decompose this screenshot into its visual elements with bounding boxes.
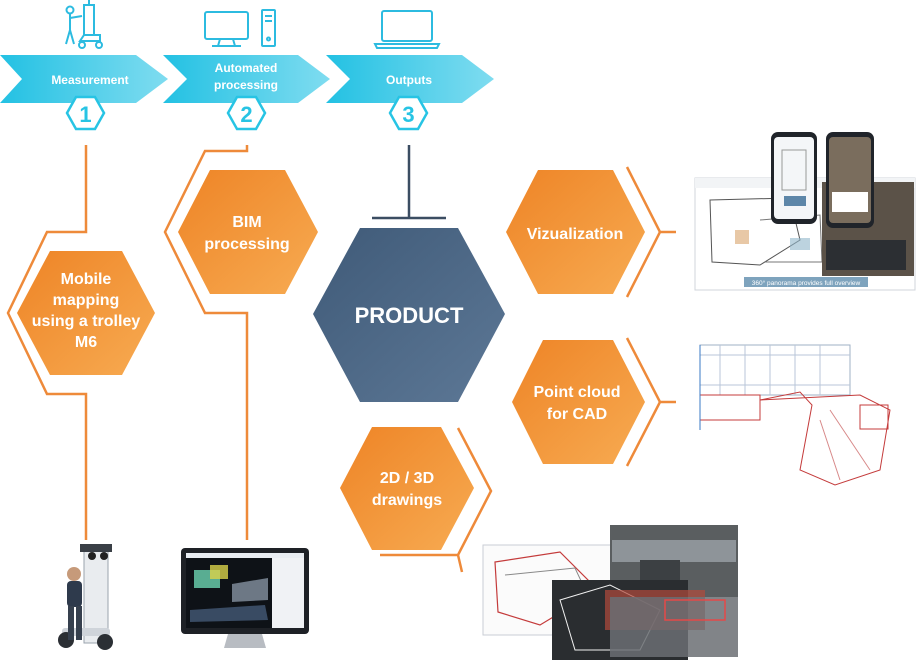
step-measurement-arrow: Measurement <box>0 55 168 103</box>
step-number-3: 3 <box>402 102 414 127</box>
node-mobile-mapping-line4: M6 <box>75 334 97 351</box>
point-cloud-drawing <box>699 344 891 486</box>
step-processing-label-line1: Automated <box>215 61 278 75</box>
connector-lines <box>6 145 676 573</box>
node-mobile-mapping-line3: using a trolley <box>32 313 141 330</box>
node-bim-processing: BIM processing <box>178 170 318 294</box>
node-product: PRODUCT <box>313 228 505 402</box>
step-outputs-arrow: Outputs <box>326 55 494 103</box>
node-bim-line1: BIM <box>232 214 261 231</box>
node-drawings-line2: drawings <box>372 492 442 509</box>
step-outputs-label: Outputs <box>386 73 432 87</box>
node-mobile-mapping-line1: Mobile <box>61 271 112 288</box>
viz-banner-text: 360° panorama provides full overview <box>752 279 861 287</box>
node-drawings-line1: 2D / 3D <box>380 470 434 487</box>
laptop-icon <box>373 10 441 49</box>
product-connector <box>372 145 446 220</box>
step-number-2-badge: 2 <box>226 95 267 131</box>
node-product-label: PRODUCT <box>355 303 464 328</box>
step-number-3-badge: 3 <box>388 95 429 131</box>
step-measurement-label: Measurement <box>51 73 128 87</box>
node-drawings: 2D / 3D drawings <box>340 427 474 550</box>
step-processing-label-line2: processing <box>214 78 278 92</box>
node-point-cloud: Point cloud for CAD <box>512 340 645 464</box>
step-processing-arrow: Automated processing <box>163 55 330 103</box>
trolley-icon <box>65 0 103 49</box>
step-number-1: 1 <box>79 102 91 127</box>
desktop-computer-icon <box>204 9 276 47</box>
node-point-cloud-line1: Point cloud <box>533 384 620 401</box>
monitor-photo <box>181 548 309 648</box>
step-number-1-badge: 1 <box>65 95 106 131</box>
vizualization-screenshot: 360° panorama provides full overview <box>694 132 916 291</box>
node-mobile-mapping: Mobile mapping using a trolley M6 <box>17 251 155 375</box>
node-bim-line2: processing <box>204 236 289 253</box>
trolley-operator-photo <box>58 544 113 650</box>
step-number-2: 2 <box>240 102 252 127</box>
node-vizualization-label: Vizualization <box>527 226 624 243</box>
node-vizualization: Vizualization <box>506 170 645 294</box>
drawings-collage <box>482 525 738 660</box>
node-point-cloud-line2: for CAD <box>547 406 607 423</box>
node-mobile-mapping-line2: mapping <box>53 292 120 309</box>
